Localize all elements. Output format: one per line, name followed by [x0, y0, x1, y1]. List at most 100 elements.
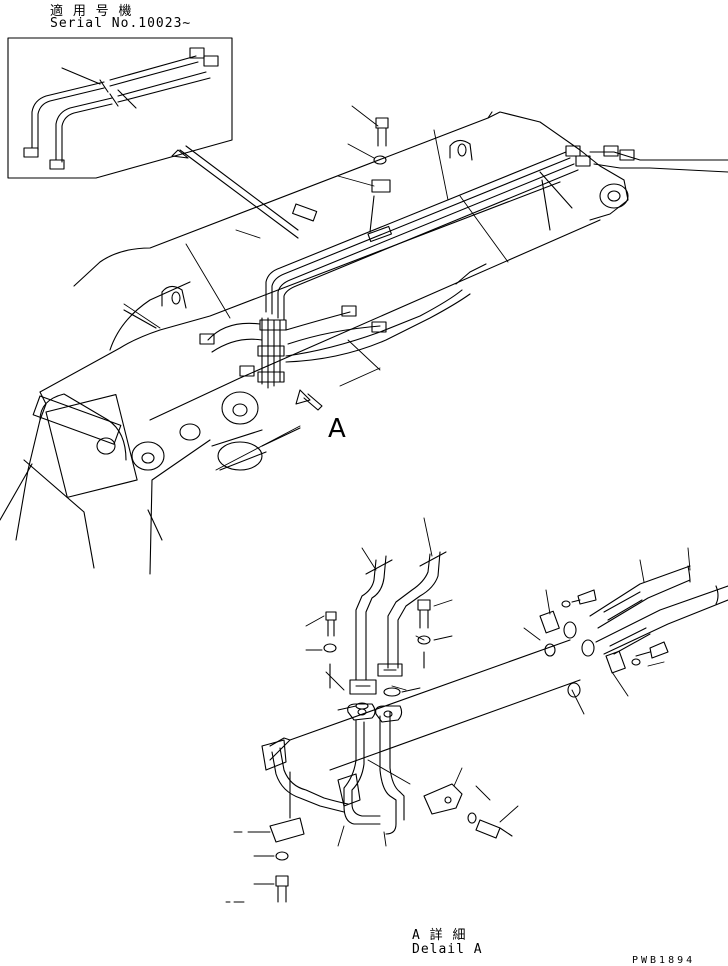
- hose-flange: [342, 306, 356, 316]
- detail-long-pipe: [270, 738, 290, 746]
- detail-riser-pipe: [356, 560, 376, 680]
- detail-flange-port: [384, 711, 392, 717]
- arm-hose: [594, 164, 728, 172]
- detail-break-mark: [366, 560, 392, 574]
- boom-top-pin: [608, 191, 620, 201]
- upper-clamp: [368, 226, 391, 241]
- detail-long-pipe: [330, 680, 580, 770]
- detail-mid-clamp: [338, 774, 360, 806]
- detail-washer: [562, 601, 570, 607]
- detail-upper-clamp: [350, 680, 376, 694]
- detail-clamp-hole: [445, 797, 451, 803]
- upper-bolt-axis: [370, 196, 374, 232]
- detail-hose-bend: [688, 566, 690, 582]
- detail-washer: [276, 852, 288, 860]
- boom-top-crease: [540, 172, 572, 208]
- inset-break-mark: [110, 94, 118, 106]
- detail-bolt: [276, 876, 288, 902]
- serial-number-label: Serial No.10023∼: [50, 16, 192, 31]
- boom-foot-block: [33, 396, 121, 444]
- boom-pivot-boss: [222, 392, 258, 424]
- upper-clamp: [293, 204, 317, 221]
- detail-bottom-clamp: [270, 818, 304, 842]
- detail-washer: [418, 636, 430, 644]
- detail-fitting-o-ring: [582, 640, 594, 656]
- main-leaders: [124, 106, 508, 470]
- inset-frame: [8, 38, 232, 178]
- detail-bolt: [572, 590, 596, 604]
- boom-side-boss: [180, 424, 200, 440]
- hose-fitting: [604, 146, 618, 156]
- boom-lower-edge: [150, 220, 600, 420]
- boom-top-edge: [74, 112, 492, 286]
- view-a-arrow: [296, 390, 322, 410]
- boom-pivot-pin: [142, 453, 154, 463]
- detail-lower-flange: [348, 704, 375, 720]
- pipe-clamp: [260, 320, 286, 330]
- boom-pipe: [272, 158, 570, 314]
- detail-bolt: [476, 820, 512, 838]
- detail-split-flange: [540, 611, 559, 633]
- base-hose: [286, 294, 470, 362]
- inset-leader: [118, 90, 136, 108]
- drawing-code: PWB1894: [632, 955, 696, 966]
- detail-riser-pipe: [398, 552, 440, 668]
- boom-top-pin-boss: [600, 184, 628, 208]
- boom-mount-ear: [162, 286, 186, 308]
- inset-pipe-upper: [32, 56, 196, 148]
- inset-direction-arrow: [172, 146, 298, 238]
- detail-riser-pipe: [366, 556, 386, 680]
- boom-side-edge: [40, 182, 560, 392]
- applicability-label: 適 用 号 機: [50, 4, 133, 19]
- boom-crease: [124, 310, 156, 328]
- detail-hose-bend: [716, 586, 718, 604]
- base-hose: [456, 264, 486, 284]
- detail-hose: [590, 566, 690, 628]
- detail-upper-clamp: [378, 664, 402, 676]
- boom-top-end: [488, 112, 628, 220]
- base-hose: [286, 312, 380, 344]
- detail-lower-pipe: [272, 752, 344, 812]
- inset-flange: [24, 148, 38, 157]
- inset-flange: [190, 48, 204, 58]
- upper-clamp: [372, 180, 390, 192]
- hose-flange: [372, 322, 386, 332]
- boom-base-line: [0, 464, 32, 520]
- boom-mount-ear: [450, 140, 472, 160]
- inset-pipe-upper-outline: [38, 62, 198, 150]
- detail-a-view: [262, 552, 728, 902]
- boom-mount-ear-hole: [458, 144, 466, 156]
- detail-hose-braid: [604, 592, 650, 654]
- view-a-label: A: [328, 414, 346, 444]
- boom-cylinder-end: [218, 442, 262, 470]
- pipe-clamp: [258, 346, 284, 356]
- detail-lower-pipe: [344, 720, 380, 824]
- inset-variant-view: [8, 38, 232, 178]
- boom-top-crease: [542, 180, 550, 230]
- detail-o-ring: [545, 644, 555, 656]
- boom-cylinder-body: [212, 430, 266, 470]
- inset-leader: [62, 68, 100, 84]
- hose-flange: [200, 334, 214, 344]
- detail-hose: [596, 586, 728, 654]
- pipe-clamp: [258, 372, 284, 382]
- detail-lower-pipe: [390, 712, 404, 820]
- boom-side-boss: [97, 438, 115, 454]
- boom-base-edge: [24, 440, 210, 574]
- detail-bolt: [636, 642, 668, 658]
- detail-o-ring: [568, 683, 580, 697]
- detail-title-en: Delail A: [412, 942, 483, 957]
- main-piping: [200, 118, 728, 388]
- detail-right-clamp: [424, 784, 462, 814]
- inset-break-mark: [100, 80, 108, 92]
- detail-washer: [324, 644, 336, 652]
- inset-pipe-lower-outline: [62, 78, 210, 162]
- inset-pipe-lower: [56, 72, 206, 160]
- detail-bolt: [326, 612, 336, 636]
- detail-leaders: [226, 518, 690, 902]
- pipe-end-fitting: [566, 146, 580, 156]
- boom-inner-edge: [110, 282, 190, 350]
- detail-fitting-o-ring: [564, 622, 576, 638]
- detail-lower-flange: [376, 706, 402, 722]
- detail-lower-pipe: [380, 716, 396, 834]
